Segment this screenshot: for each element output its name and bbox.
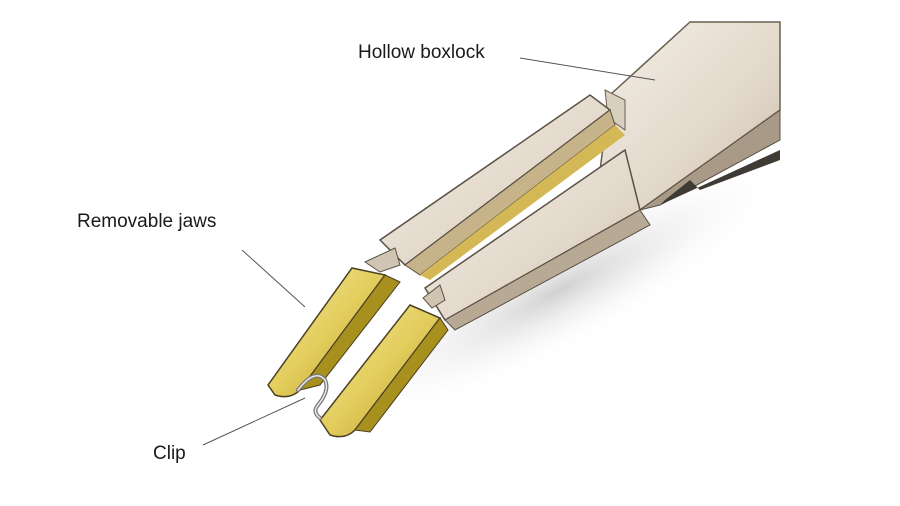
ground-shadow bbox=[328, 156, 792, 424]
upper-jaw bbox=[267, 247, 401, 398]
upper-shaft bbox=[378, 94, 625, 280]
lower-jaw bbox=[319, 284, 449, 438]
hollow-boxlock-label: Hollow boxlock bbox=[358, 42, 485, 63]
lower-shaft bbox=[423, 148, 651, 331]
removable-jaws-label: Removable jaws bbox=[77, 211, 217, 232]
boxlock-body bbox=[599, 21, 781, 211]
clip-label: Clip bbox=[153, 443, 186, 464]
jaws-leader-line bbox=[241, 249, 306, 308]
clip-leader-line bbox=[202, 397, 306, 446]
boxlock-leader-line bbox=[519, 57, 656, 81]
